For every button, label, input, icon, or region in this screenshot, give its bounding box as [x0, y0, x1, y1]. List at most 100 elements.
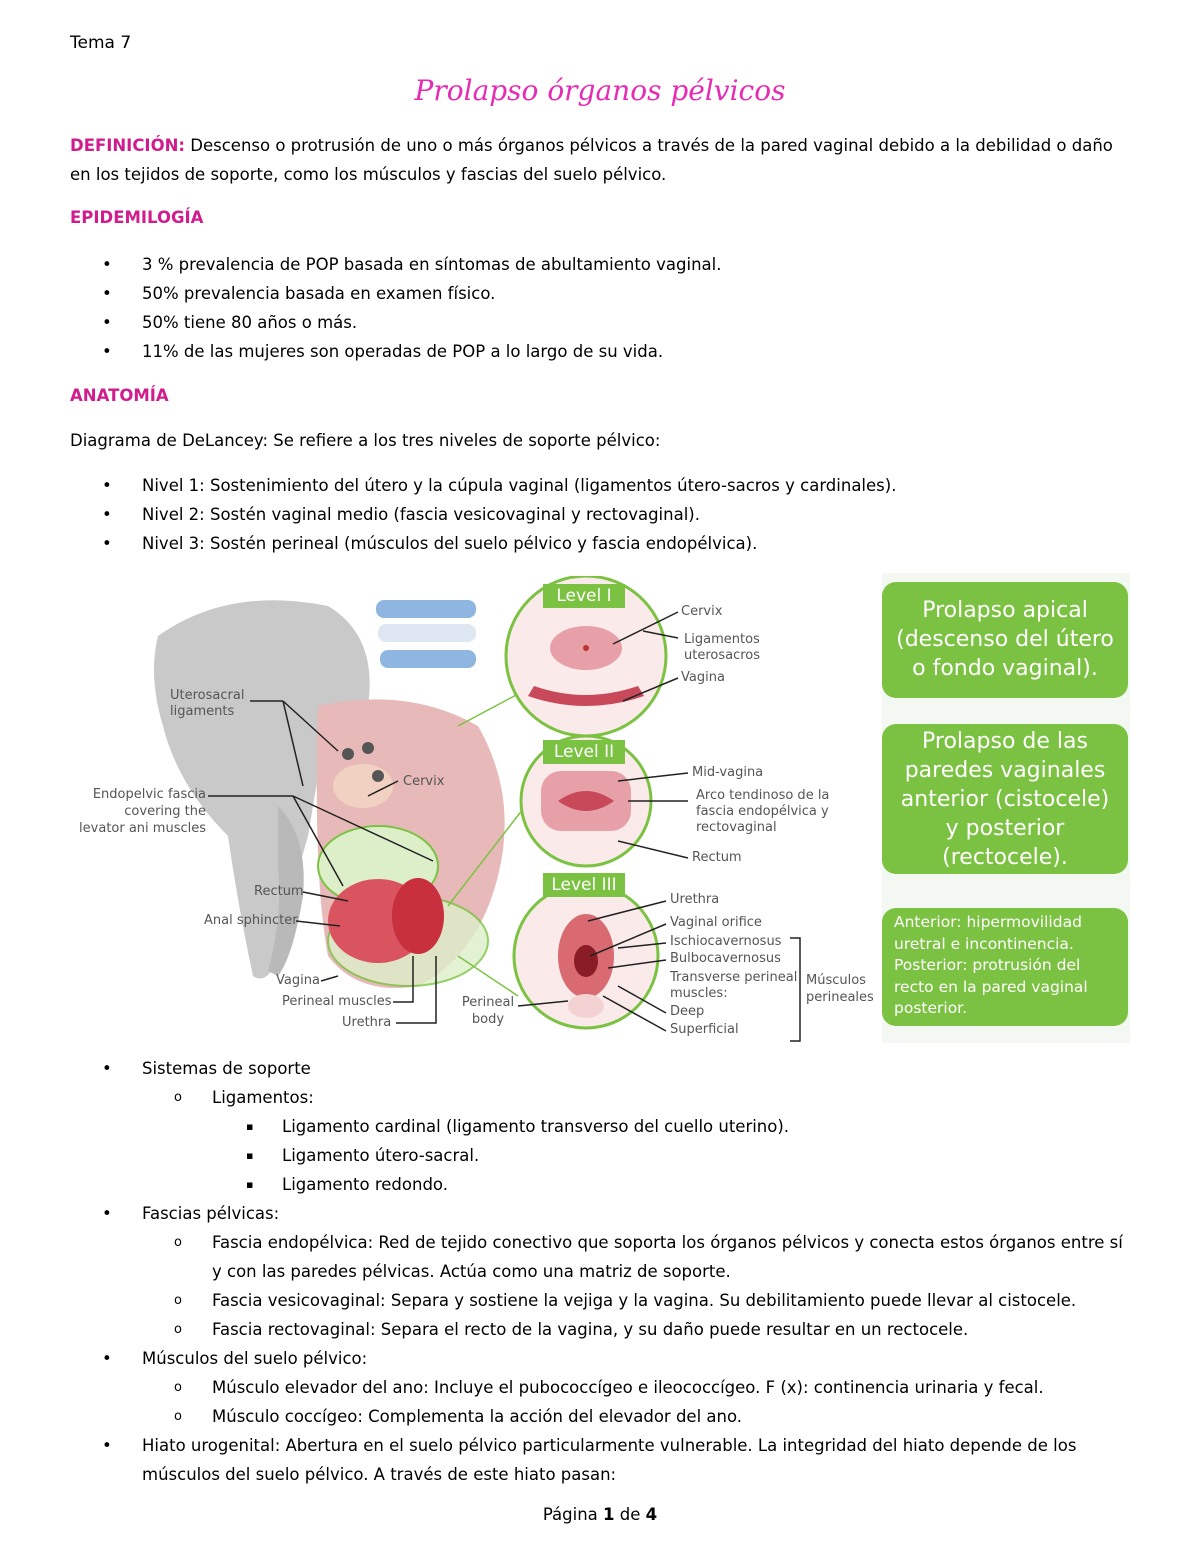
delancey-figure: Uterosacral ligaments Endopelvic fascia …: [78, 573, 1130, 1046]
list-item: •Nivel 3: Sostén perineal (músculos del …: [102, 534, 758, 553]
anatomy-heading: ANATOMÍA: [70, 386, 169, 405]
leader-line: [602, 995, 667, 1032]
leader-line: [617, 840, 689, 859]
mid-vagina-label: Mid-vagina: [692, 765, 764, 780]
rectum-left-label: Rectum: [254, 884, 304, 899]
leader-line: [617, 942, 667, 949]
vaginal-wall-prolapse-box: Prolapso de las paredes vaginales anteri…: [882, 724, 1128, 874]
definition-text: Descenso o protrusión de uno o más órgan…: [70, 136, 1113, 184]
leader-line: [622, 677, 679, 702]
vertebra-shape: [378, 624, 476, 642]
ligamentos-label: Ligamentos uterosacros: [684, 632, 761, 663]
foramen-shape: [372, 770, 384, 782]
pelvic-bone-shape: [154, 600, 370, 979]
vagina-detail-shape: [528, 686, 644, 706]
anatomy-intro: Diagrama de DeLancey: Se refiere a los t…: [70, 431, 661, 450]
connector-line: [457, 955, 519, 997]
leader-line: [607, 959, 667, 969]
foramen-shape: [342, 748, 354, 760]
list-item: •Músculos del suelo pélvico:: [102, 1349, 368, 1368]
list-item: ▪Ligamento útero-sacral.: [246, 1146, 480, 1165]
list-item: •50% prevalencia basada en examen físico…: [102, 284, 496, 303]
epidemiology-list: •3 % prevalencia de POP basada en síntom…: [70, 250, 1135, 366]
musculos-perineales-label: Músculos perineales: [806, 973, 874, 1005]
level-1-tag-bg: [543, 584, 625, 608]
levels-list: •Nivel 1: Sostenimiento del útero y la c…: [70, 471, 1135, 558]
os-shape: [583, 645, 589, 651]
connector-line: [447, 795, 534, 907]
rectum-right-label: Rectum: [692, 850, 742, 865]
level-3-tag-bg: [543, 873, 625, 897]
deep-label: Deep: [670, 1004, 705, 1019]
list-item: •Nivel 2: Sostén vaginal medio (fascia v…: [102, 505, 700, 524]
perineal-muscles-label: Perineal muscles: [282, 994, 392, 1009]
superficial-label: Superficial: [670, 1022, 739, 1037]
leader-line: [282, 700, 339, 752]
leader-line: [589, 923, 667, 957]
page-footer: Página 1 de 4: [542, 1505, 658, 1524]
arco-tendinoso-label: Arco tendinoso de la fascia endopélvica …: [696, 788, 830, 835]
leader-line: [617, 772, 689, 782]
cervix-shape: [333, 764, 393, 808]
leader-line: [642, 630, 679, 639]
urethra-left-label: Urethra: [342, 1015, 392, 1030]
level-2-tag-bg: [543, 740, 625, 764]
leader-line: [587, 900, 667, 922]
vagina-left-label: Vagina: [276, 973, 320, 988]
anus-shape: [568, 994, 604, 1018]
page-title: Prolapso órganos pélvicos: [414, 74, 786, 107]
level-2-tag: Level II: [553, 742, 615, 762]
leader-line: [367, 780, 399, 797]
urethra-right-label: Urethra: [670, 892, 720, 907]
list-item: •Hiato urogenital: Abertura en el suelo …: [102, 1436, 1077, 1484]
leader-line: [302, 891, 349, 902]
anal-sphincter-label: Anal sphincter: [204, 913, 298, 928]
list-item: •Sistemas de soporte: [102, 1059, 311, 1078]
pelvic-anatomy-diagram: [154, 576, 801, 1042]
bulbocavernosus-label: Bulbocavernosus: [670, 951, 781, 966]
list-item: •Fascias pélvicas:: [102, 1204, 280, 1223]
leader-line: [295, 920, 341, 927]
pubic-bone-shape: [268, 806, 304, 976]
leader-line: [517, 1000, 569, 1007]
list-item: ▪Ligamento cardinal (ligamento transvers…: [246, 1117, 790, 1136]
leader-line: [292, 795, 344, 887]
leader-line: [612, 611, 679, 645]
level-3-tag: Level III: [551, 875, 617, 895]
epidemiology-heading: EPIDEMILOGÍA: [70, 208, 204, 227]
uterosacral-label: Uterosacral ligaments: [170, 688, 245, 719]
page-header: Tema 7: [70, 33, 132, 53]
definition-paragraph: DEFINICIÓN: Descenso o protrusión de uno…: [70, 131, 1135, 189]
foramen-shape: [362, 742, 374, 754]
definition-label: DEFINICIÓN:: [70, 136, 186, 155]
perineal-body-label: Perineal body: [461, 995, 515, 1027]
transverse-perineal-label: Transverse perineal muscles:: [670, 970, 798, 1001]
list-item: •Nivel 1: Sostenimiento del útero y la c…: [102, 476, 897, 495]
vaginal-orifice-label: Vaginal orifice: [670, 915, 762, 930]
vertebra-shape: [380, 650, 476, 668]
endopelvic-label: Endopelvic fascia covering the levator a…: [79, 787, 206, 836]
leader-line: [396, 956, 437, 1024]
leader-line: [320, 975, 339, 982]
leader-line: [282, 700, 304, 787]
level-1-tag: Level I: [556, 586, 612, 606]
ischiocavernosus-label: Ischiocavernosus: [670, 934, 782, 949]
vagina-shape: [392, 878, 444, 954]
list-item: •11% de las mujeres son operadas de POP …: [102, 342, 664, 361]
vagina-right-label: Vagina: [681, 670, 725, 685]
bracket-line: [790, 937, 801, 1042]
cervix-left-label: Cervix: [403, 774, 445, 789]
anterior-posterior-box: Anterior: hipermovilidad uretral e incon…: [882, 908, 1128, 1026]
leader-line: [292, 795, 434, 862]
cervix-right-label: Cervix: [681, 604, 723, 619]
list-item: •50% tiene 80 años o más.: [102, 313, 358, 332]
orifice-shape: [574, 945, 598, 977]
vertebra-shape: [376, 600, 476, 618]
